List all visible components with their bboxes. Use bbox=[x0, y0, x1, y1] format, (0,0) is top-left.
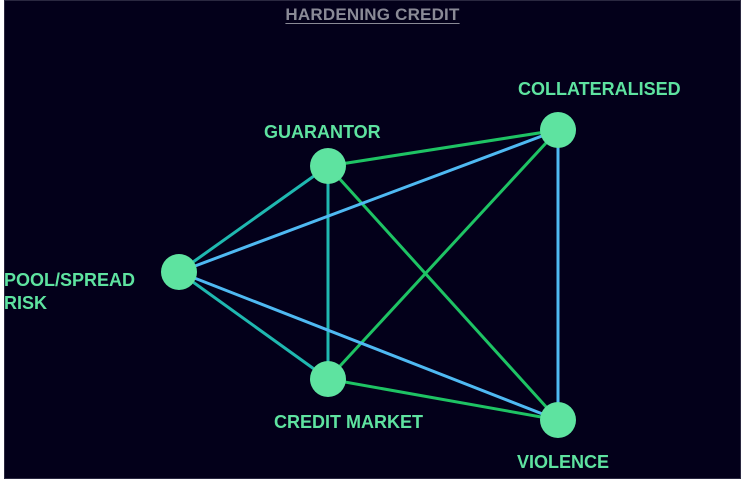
node-guarantor bbox=[310, 148, 346, 184]
node-label-line: CREDIT MARKET bbox=[274, 412, 423, 432]
edge-credit-violence bbox=[326, 377, 560, 422]
edge-guarantor-collateralised bbox=[326, 128, 560, 168]
node-label-line: VIOLENCE bbox=[517, 452, 609, 472]
edge-guarantor-violence bbox=[326, 164, 560, 422]
node-label-credit: CREDIT MARKET bbox=[274, 412, 423, 432]
node-label-line: RISK bbox=[4, 293, 47, 313]
node-label-line: POOL/SPREAD bbox=[4, 270, 135, 290]
edge-pool-collateralised bbox=[177, 128, 560, 274]
edge-pool-violence bbox=[177, 270, 560, 422]
node-violence bbox=[540, 402, 576, 438]
diagram-title: HARDENING CREDIT bbox=[285, 5, 460, 24]
node-label-collateralised: COLLATERALISED bbox=[518, 79, 681, 99]
node-label-line: GUARANTOR bbox=[264, 122, 381, 142]
edges-layer bbox=[177, 128, 560, 422]
node-label-pool: POOL/SPREAD RISK bbox=[4, 270, 135, 313]
edge-pool-credit bbox=[177, 270, 330, 381]
node-collateralised bbox=[540, 112, 576, 148]
nodes-layer bbox=[161, 112, 576, 438]
labels-layer: COLLATERALISED GUARANTOR POOL/SPREAD RISK CR… bbox=[4, 79, 681, 472]
edge-guarantor-pool bbox=[177, 164, 330, 274]
node-credit bbox=[310, 361, 346, 397]
node-label-line: COLLATERALISED bbox=[518, 79, 681, 99]
node-label-guarantor: GUARANTOR bbox=[264, 122, 381, 142]
node-pool bbox=[161, 254, 197, 290]
edge-credit-collateralised bbox=[326, 128, 560, 381]
diagram-canvas: HARDENING CREDIT bbox=[4, 0, 741, 479]
node-label-violence: VIOLENCE bbox=[517, 452, 609, 472]
